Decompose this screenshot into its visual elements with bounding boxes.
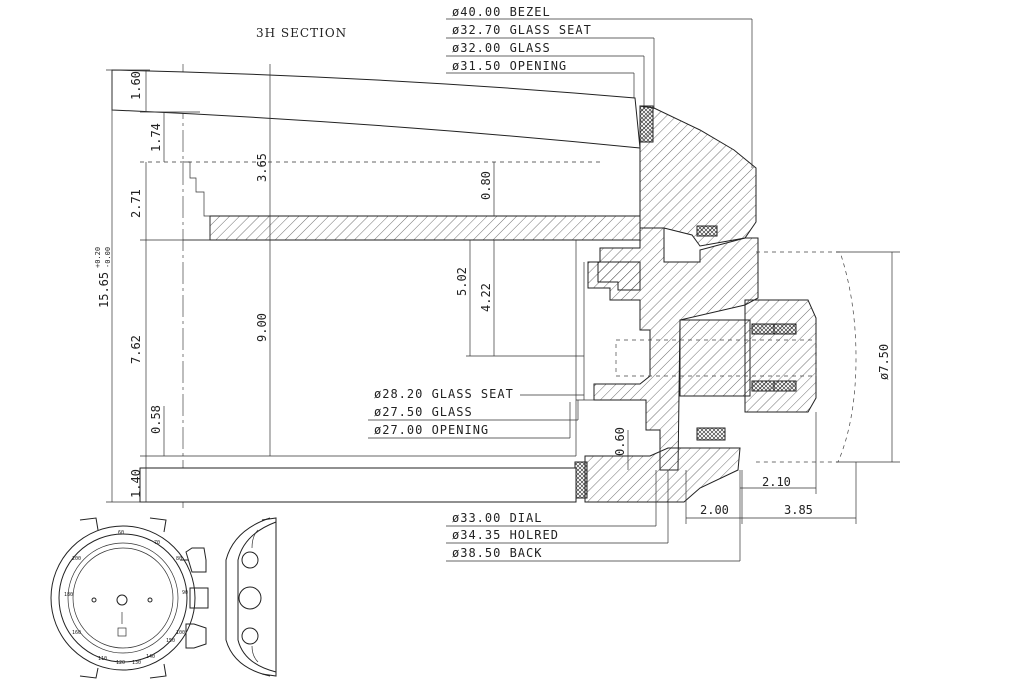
- bezel-num-80: 80: [176, 556, 182, 562]
- crown-o-ring-2: [773, 323, 797, 335]
- bezel-scale: 60 70 80 90 100 110 120 130 140 150 160 …: [64, 530, 188, 666]
- dim-2-71: 2.71: [129, 189, 143, 218]
- callout-dial: ø33.00 DIAL: [452, 511, 542, 525]
- bezel-num-160: 160: [72, 630, 81, 636]
- callout-glass-top: ø32.00 GLASS: [452, 41, 551, 55]
- mid-callouts: ø28.20 GLASS SEAT ø27.50 GLASS ø27.00 OP…: [368, 387, 579, 439]
- top-glass: [111, 69, 641, 149]
- bottom-glass: [139, 467, 577, 503]
- bottom-gasket: [574, 461, 588, 499]
- bezel-num-140: 140: [146, 654, 155, 660]
- dim-15-65: 15.65: [97, 272, 111, 308]
- crown-body: [744, 299, 817, 413]
- bezel-num-110: 110: [98, 656, 107, 662]
- crown-o-ring-3: [751, 380, 775, 392]
- top-callouts: ø40.00 BEZEL ø32.70 GLASS SEAT ø32.00 GL…: [446, 5, 753, 168]
- dim-3-85: 3.85: [784, 503, 813, 517]
- bezel-num-130: 130: [132, 660, 141, 666]
- bottom-callouts: ø33.00 DIAL ø34.35 HOLRED ø38.50 BACK: [446, 470, 741, 562]
- watch-front-view: 60 70 80 90 100 110 120 130 140 150 160 …: [50, 517, 209, 679]
- dim-0-60-group: 0.60: [613, 427, 629, 470]
- stepped-ring: [183, 161, 211, 241]
- dim-15-65-tol-minus: -0.00: [104, 247, 112, 268]
- dim-15-65-tol-plus: +0.20: [94, 247, 102, 268]
- bezel-num-180: 180: [64, 592, 73, 598]
- dim-2-10: 2.10: [762, 475, 791, 489]
- bezel-part: [639, 105, 757, 247]
- callout-glass-bottom: ø27.50 GLASS: [374, 405, 473, 419]
- bezel-num-60: 60: [118, 530, 124, 536]
- callout-glass-seat-bottom: ø28.20 GLASS SEAT: [374, 387, 514, 401]
- dim-7-50: ø7.50: [877, 344, 891, 380]
- callout-holred: ø34.35 HOLRED: [452, 528, 559, 542]
- dim-1-60: 1.60: [129, 71, 143, 100]
- bezel-num-90: 90: [182, 590, 188, 596]
- dim-4-22: 4.22: [479, 283, 493, 312]
- right-dimensions: ø7.50 2.10 2.00 3.85: [685, 251, 900, 524]
- bezel-num-100: 100: [176, 630, 185, 636]
- crown-tube: [679, 319, 751, 397]
- crown-o-ring-4: [773, 380, 797, 392]
- callout-glass-seat-top: ø32.70 GLASS SEAT: [452, 23, 592, 37]
- caseback-part: [584, 447, 741, 503]
- crown-guard-outline: [756, 251, 857, 463]
- callout-bezel: ø40.00 BEZEL: [452, 5, 551, 19]
- centre-dimensions: 5.02 4.22: [455, 240, 584, 357]
- crown-gasket-upper: [696, 225, 718, 237]
- stem: [615, 339, 817, 377]
- dim-0-58: 0.58: [149, 405, 163, 434]
- section-title: 3H SECTION: [256, 26, 347, 40]
- dial-plate: [209, 215, 641, 241]
- bezel-num-150: 150: [166, 638, 175, 644]
- left-dimensions: 1.60 1.74 2.71 3.65 0.80 15.65 +0.20 -0.…: [94, 64, 600, 503]
- dim-1-40: 1.40: [129, 469, 143, 498]
- dim-0-60: 0.60: [613, 427, 627, 456]
- dim-1-74: 1.74: [149, 123, 163, 152]
- dim-2-00: 2.00: [700, 503, 729, 517]
- dim-3-65: 3.65: [255, 153, 269, 182]
- movement-holder: [597, 261, 641, 291]
- bezel-num-200: 200: [72, 556, 81, 562]
- bezel-num-120: 120: [116, 660, 125, 666]
- dim-9-00: 9.00: [255, 313, 269, 342]
- dim-0-80: 0.80: [479, 171, 493, 200]
- dim-7-62: 7.62: [129, 335, 143, 364]
- callout-opening-top: ø31.50 OPENING: [452, 59, 567, 73]
- dim-5-02: 5.02: [455, 267, 469, 296]
- bezel-num-70: 70: [154, 540, 160, 546]
- cross-section: [111, 69, 857, 503]
- upper-gasket: [639, 105, 654, 143]
- callout-opening-bottom: ø27.00 OPENING: [374, 423, 489, 437]
- callout-back: ø38.50 BACK: [452, 546, 542, 560]
- watch-side-view: [225, 517, 277, 677]
- crown-gasket-lower: [696, 427, 726, 441]
- crown-o-ring-1: [751, 323, 775, 335]
